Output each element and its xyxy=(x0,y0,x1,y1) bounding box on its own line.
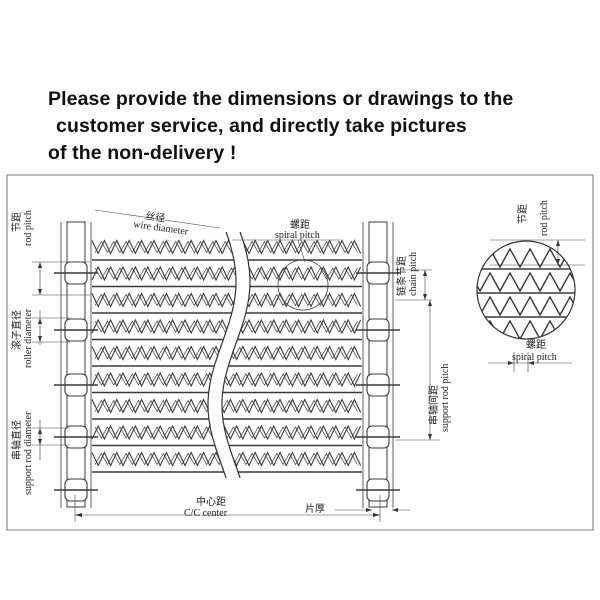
spiral-wire xyxy=(222,426,358,439)
drawing-frame xyxy=(6,174,594,531)
spiral-wire xyxy=(91,239,236,255)
zoom-indicator-circle xyxy=(277,259,329,311)
detail-spiral-wire xyxy=(477,319,575,339)
spiral-wire xyxy=(94,399,236,413)
support-rod-pitch-cn-label: 串轴间距 xyxy=(427,385,440,425)
wire-diameter-cn-label: 丝径 xyxy=(145,209,167,225)
spiral-wire xyxy=(94,346,236,360)
spiral-wire xyxy=(94,320,236,333)
dimension-arrows xyxy=(38,240,560,517)
spiral-wire xyxy=(91,345,236,361)
notice-line-2: customer service, and directly take pict… xyxy=(56,115,467,137)
notice-line-1: Please provide the dimensions or drawing… xyxy=(48,88,514,110)
detail-spiral-wire xyxy=(477,295,575,317)
support-rod-pitch-en-label: support rod pitch xyxy=(440,364,451,432)
spiral-wire xyxy=(222,346,358,360)
spiral-wire xyxy=(94,426,236,439)
spiral-wire xyxy=(222,318,362,335)
mesh-right-section xyxy=(222,239,362,473)
notice-line-3: of the non-delivery ! xyxy=(48,142,237,164)
spiral-wire xyxy=(222,320,358,333)
spiral-wire xyxy=(94,373,236,386)
spiral-wire xyxy=(91,371,236,388)
detail-rod-pitch-cn-label: 节距 xyxy=(517,204,529,224)
rod-pitch-en-label: rod pitch xyxy=(23,210,34,246)
spiral-wire xyxy=(91,265,236,282)
thickness-cn-label: 片厚 xyxy=(305,502,325,515)
spiral-wire xyxy=(222,424,362,441)
roller-diameter-en-label: roller diameter xyxy=(23,308,34,368)
break-line-left xyxy=(207,231,237,479)
spiral-wire xyxy=(91,451,236,467)
support-rod-diameter-en-label: support rod diameter xyxy=(23,411,34,495)
chain-left xyxy=(54,221,98,508)
spiral-pitch-en-label: spiral pitch xyxy=(275,230,320,241)
detail-spiral-pitch-en-label: spiral pitch xyxy=(512,352,557,363)
spiral-wire xyxy=(94,452,236,466)
cc-center-en-label: C/C center xyxy=(184,508,228,519)
spiral-wire xyxy=(94,240,236,254)
spiral-wire xyxy=(94,293,236,307)
spiral-wire xyxy=(91,292,236,308)
break-line-right xyxy=(221,231,251,479)
dimension-lines xyxy=(32,209,585,522)
spiral-wire xyxy=(222,399,358,413)
spiral-wire xyxy=(222,452,358,466)
spiral-wire xyxy=(222,451,362,467)
chain-right xyxy=(356,221,400,508)
support-rod-diameter-cn-label: 串轴直径 xyxy=(10,420,23,460)
spiral-wire xyxy=(91,318,236,335)
spiral-pitch-cn-label: 螺距 xyxy=(290,219,310,231)
detail-view xyxy=(476,240,576,340)
spiral-wire xyxy=(222,345,362,361)
spiral-wire xyxy=(222,373,358,386)
rod-pitch-cn-label: 节距 xyxy=(11,212,23,232)
spiral-wire xyxy=(222,371,362,388)
roller-diameter-cn-label: 滚子直径 xyxy=(10,310,23,350)
detail-rod-pitch-en-label: rod pitch xyxy=(539,200,550,236)
notice-text: Please provide the dimensions or drawing… xyxy=(48,86,588,167)
chain-pitch-en-label: chain pitch xyxy=(408,252,419,296)
spiral-wire xyxy=(94,267,236,280)
chain-pitch-cn-label: 链条节距 xyxy=(395,256,408,296)
detail-spiral-pitch-cn-label: 螺距 xyxy=(526,339,546,351)
spiral-wire xyxy=(222,398,362,414)
wire-diameter-en-label: wire diameter xyxy=(133,219,190,238)
cc-center-cn-label: 中心距 xyxy=(196,495,226,508)
detail-spiral-wire xyxy=(477,271,575,293)
